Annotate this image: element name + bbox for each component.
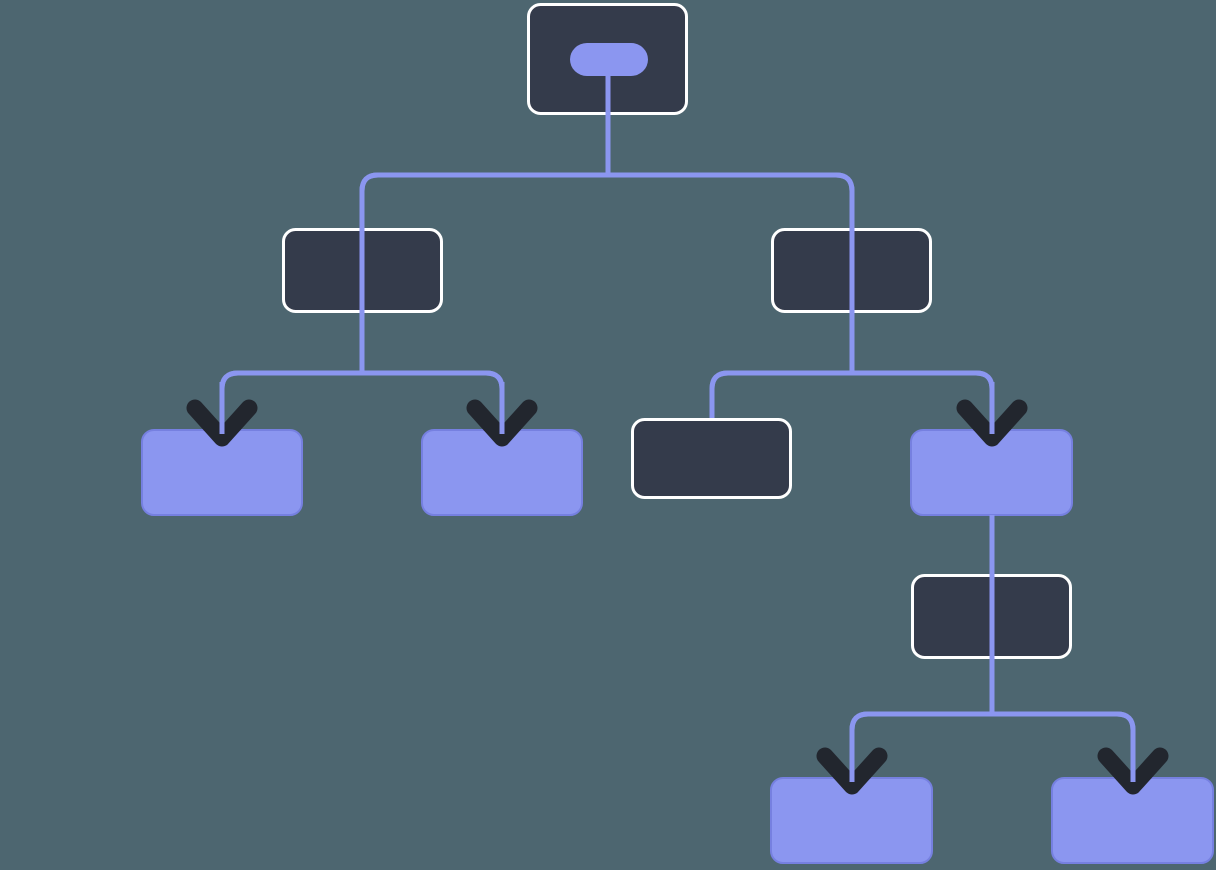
edge-overlay-layer [219, 59, 1136, 788]
node-level2-empty-shape [631, 418, 792, 499]
arrowhead-icon [816, 747, 888, 795]
arrow-layer [186, 382, 1169, 795]
edge-root-to-level1-left-overlay [359, 59, 611, 313]
node-level2-empty[interactable] [631, 418, 792, 499]
arrowhead-icon [956, 399, 1028, 447]
edge-root-to-level1-right-overlay [605, 59, 855, 313]
node-layer [141, 3, 1214, 864]
edge-level1-right-to-empty-overlay [709, 270, 855, 418]
arrowhead-icon [466, 399, 538, 447]
edge-level3-to-leaf-a-overlay [849, 659, 995, 788]
arrowhead-icon [1097, 747, 1169, 795]
arrowhead-icon [186, 399, 258, 447]
edge-level3-to-leaf-b-overlay [989, 659, 1136, 788]
